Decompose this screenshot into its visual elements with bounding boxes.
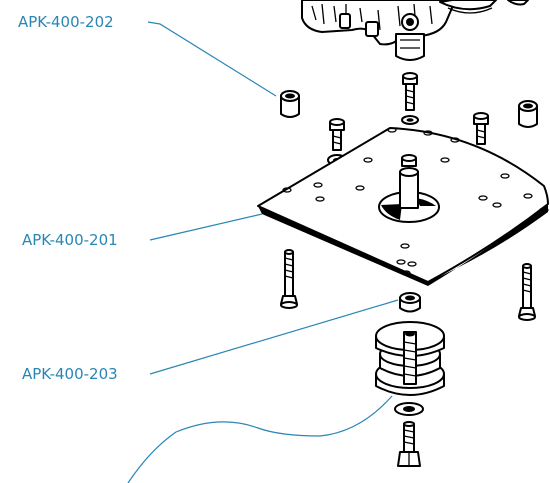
leader-washer — [149, 299, 399, 375]
spacer-right — [518, 100, 538, 128]
mounting-plate — [257, 127, 549, 286]
pump-head — [301, 0, 529, 61]
leader-plate — [149, 213, 263, 241]
isolator-mount — [375, 321, 445, 396]
callout-plate-label: APK-400-201 — [22, 231, 118, 249]
small-washer — [399, 292, 421, 313]
long-bolt-right — [518, 263, 536, 321]
callout-spacer-label: APK-400-202 — [18, 13, 114, 31]
long-bolt-left — [280, 249, 298, 309]
plate-holes — [282, 127, 549, 276]
top-bolt — [401, 72, 419, 125]
bottom-bolt — [397, 421, 421, 467]
spacer-left — [280, 90, 300, 118]
leader-spacer — [147, 21, 277, 97]
leader-bottom — [127, 395, 393, 483]
bottom-washer — [394, 402, 424, 416]
callout-washer-label: APK-400-203 — [22, 365, 118, 383]
